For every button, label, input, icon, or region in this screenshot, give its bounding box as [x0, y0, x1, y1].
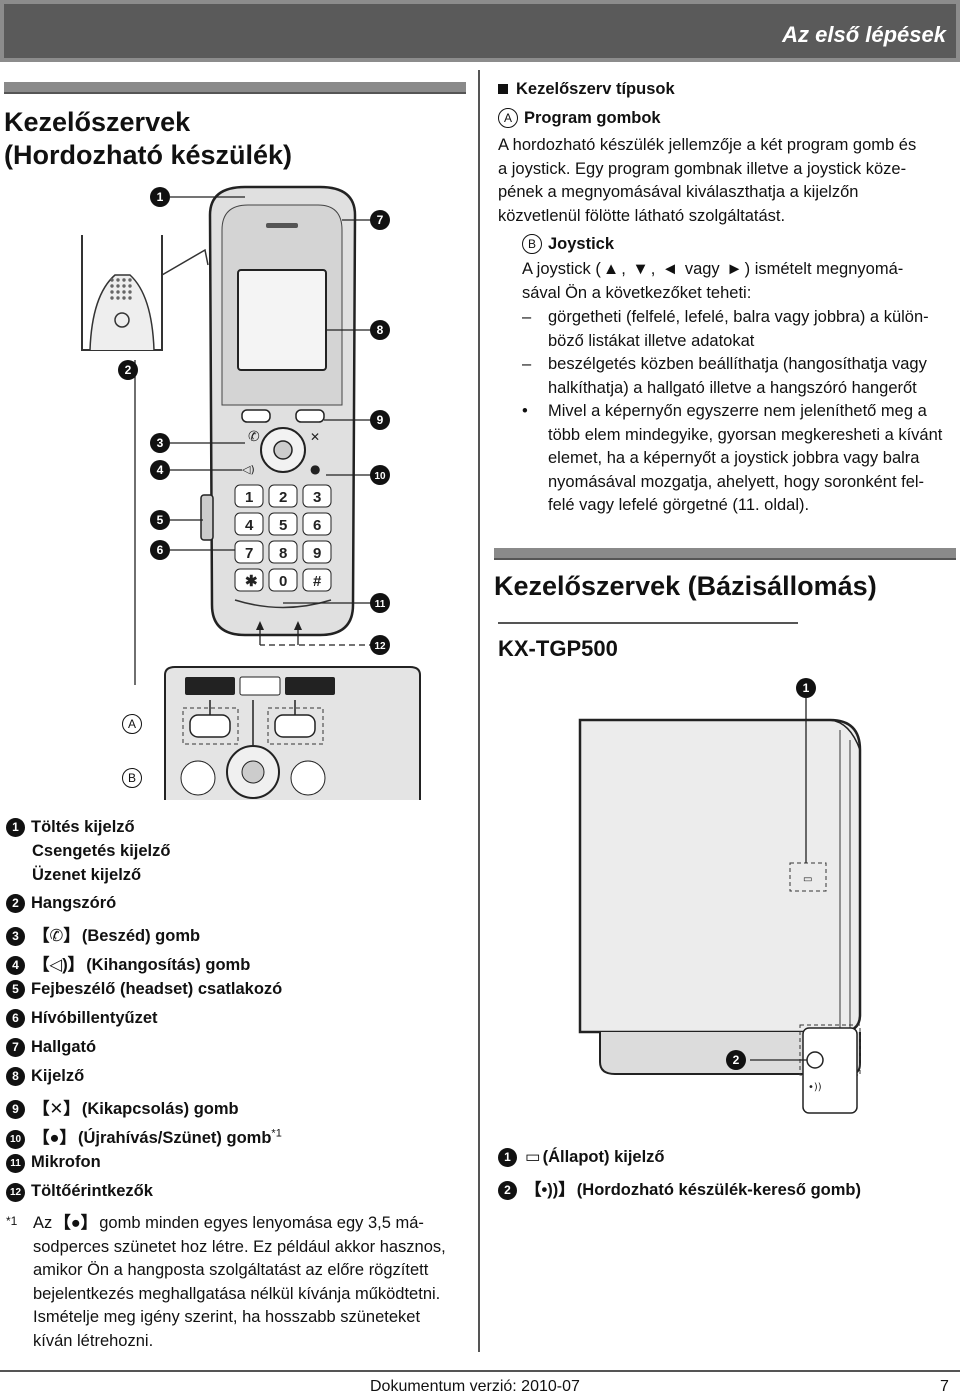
svg-text:1: 1: [803, 681, 810, 695]
svg-text:✱: ✱: [245, 573, 258, 590]
footer-version: Dokumentum verzió: 2010-07: [370, 1378, 580, 1395]
column-divider: [478, 70, 480, 1352]
speaker-icon: 【◁)】: [33, 956, 85, 974]
svg-text:1: 1: [157, 190, 164, 204]
dash-item-2: – beszélgetés közben beállíthatja (hango…: [522, 355, 927, 397]
svg-text:▭: ▭: [803, 874, 812, 885]
svg-text:2: 2: [125, 363, 132, 377]
svg-text:#: #: [313, 573, 322, 590]
svg-text:6: 6: [157, 543, 164, 557]
callout-b: B: [122, 768, 148, 788]
base-item-2: 2【•))】(Hordozható készülék-kereső gomb): [498, 1176, 861, 1200]
svg-text:10: 10: [374, 471, 386, 482]
svg-text:✆: ✆: [248, 429, 260, 445]
base-station-illustration: ▭ •)) 1 2: [578, 678, 862, 1114]
left-section-heading: Kezelőszervek (Hordozható készülék): [4, 82, 466, 172]
status-indicator-icon: ▭: [525, 1148, 541, 1166]
heading-line2: (Hordozható készülék): [4, 140, 293, 170]
svg-text:◁): ◁): [242, 463, 255, 476]
svg-text:●: ●: [310, 462, 320, 476]
redial-icon: 【●】: [33, 1129, 76, 1147]
heading-line1: Kezelőszervek: [4, 107, 191, 137]
svg-text:11: 11: [375, 599, 386, 610]
svg-text:1: 1: [245, 489, 253, 506]
base-section-heading: Kezelőszervek (Bázisállomás): [494, 548, 956, 603]
svg-text:3: 3: [313, 489, 321, 506]
svg-text:12: 12: [374, 641, 386, 652]
keypad: 1 2 3 4 5 6 7 8 9 ✱ 0 #: [234, 484, 332, 592]
svg-text:0: 0: [279, 573, 287, 590]
page-header-bar: Az első lépések: [0, 0, 960, 62]
types-heading: Kezelőszerv típusok: [498, 80, 953, 99]
header-title: Az első lépések: [782, 22, 946, 47]
off-hook-icon: 【✕】: [33, 1100, 80, 1118]
svg-text:•)): •)): [808, 1082, 822, 1093]
softkey-zoom: [164, 666, 421, 800]
list-item-1-line2: Csengetés kijelző: [32, 842, 171, 860]
svg-text:7: 7: [377, 213, 384, 227]
svg-text:2: 2: [279, 489, 287, 506]
svg-text:6: 6: [313, 517, 321, 534]
callout-a: A: [122, 714, 148, 734]
program-keys-body: A hordozható készülék jellemzője a két p…: [498, 136, 917, 225]
section-rule: [4, 82, 466, 94]
list-item-3: 3【✆】(Beszéd) gomb: [6, 922, 200, 946]
bullet-dot-icon: •: [522, 402, 528, 420]
svg-text:5: 5: [279, 517, 287, 534]
joystick-intro: A joystick (▲, ▼, ◄ vagy ►) ismételt meg…: [522, 260, 904, 302]
footnote: Az【●】gomb minden egyes lenyomása egy 3,5…: [33, 1214, 446, 1350]
list-item-10: 10【●】(Újrahívás/Szünet) gomb*1: [6, 1124, 282, 1149]
page-number: 7: [940, 1378, 949, 1395]
svg-text:✕: ✕: [310, 430, 320, 444]
talk-icon: 【✆】: [33, 927, 80, 945]
svg-text:4: 4: [245, 517, 254, 534]
svg-text:5: 5: [157, 513, 164, 527]
svg-text:8: 8: [377, 323, 384, 337]
section-rule: [494, 548, 956, 560]
svg-text:7: 7: [245, 545, 253, 562]
square-bullet-icon: [498, 84, 508, 94]
svg-text:9: 9: [377, 413, 384, 427]
list-item-9: 9【✕】(Kikapcsolás) gomb: [6, 1095, 239, 1119]
svg-text:2: 2: [733, 1053, 740, 1067]
base-item-1: 1▭(Állapot) kijelző: [498, 1147, 665, 1167]
svg-text:9: 9: [313, 545, 321, 562]
locator-icon: 【•))】: [525, 1181, 575, 1199]
footer-rule: [0, 1370, 960, 1372]
svg-text:4: 4: [157, 463, 164, 477]
bullet-item: • Mivel a képernyőn egyszerre nem jelení…: [522, 402, 943, 514]
handset-illustration: ✆ ✕ ◁) ● 1 2 3 4 5 6 7 8 9 ✱ 0 #: [81, 185, 421, 800]
redial-icon: 【●】: [54, 1214, 98, 1232]
svg-text:8: 8: [279, 545, 287, 562]
footnote-mark: *1: [6, 1214, 18, 1228]
list-item-4: 4【◁)】(Kihangosítás) gomb: [6, 951, 250, 975]
dash-item-1: – görgetheti (felfelé, lefelé, balra vag…: [522, 308, 929, 350]
speaker-zoom: [81, 235, 209, 351]
model-label: KX-TGP500: [498, 622, 798, 676]
list-item-1-line3: Üzenet kijelző: [32, 866, 142, 884]
svg-text:3: 3: [157, 436, 164, 450]
